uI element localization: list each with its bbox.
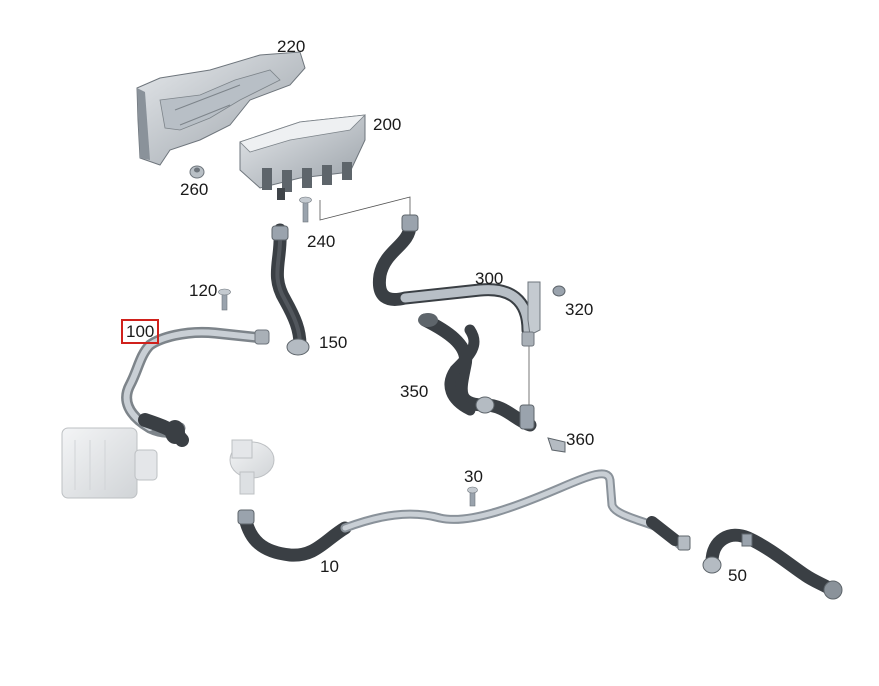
part-label-50[interactable]: 50 <box>728 566 747 585</box>
bracket-220-illustration <box>136 51 306 166</box>
part-label-150[interactable]: 150 <box>319 333 348 352</box>
part-label-220[interactable]: 220 <box>277 37 306 56</box>
pump-illustration <box>229 439 275 495</box>
part-label-360[interactable]: 360 <box>566 430 595 449</box>
part-label-200[interactable]: 200 <box>373 115 402 134</box>
nut-320-illustration <box>552 285 566 297</box>
hose-150-illustration <box>270 223 310 356</box>
control-unit-200-illustration <box>239 114 367 200</box>
nut-260-illustration <box>189 165 205 179</box>
part-label-350[interactable]: 350 <box>400 382 429 401</box>
part-label-30[interactable]: 30 <box>464 467 483 486</box>
hose-350-illustration <box>418 313 537 432</box>
part-label-240[interactable]: 240 <box>307 232 336 251</box>
bolt-120-illustration <box>218 288 231 311</box>
bolt-30-illustration <box>467 486 478 507</box>
part-label-300[interactable]: 300 <box>475 269 504 288</box>
part-label-10[interactable]: 10 <box>320 557 339 576</box>
part-label-260[interactable]: 260 <box>180 180 209 199</box>
heat-exchanger-illustration <box>61 427 158 499</box>
part-label-100[interactable]: 100 <box>121 319 160 344</box>
hose-300-illustration <box>372 214 541 347</box>
hose-10-illustration <box>237 469 691 562</box>
bolt-240-illustration <box>299 196 312 223</box>
hose-100-illustration <box>121 326 270 447</box>
clip-360-illustration <box>547 437 566 453</box>
part-label-320[interactable]: 320 <box>565 300 594 319</box>
hose-50-illustration <box>702 528 843 600</box>
part-label-120[interactable]: 120 <box>189 281 218 300</box>
